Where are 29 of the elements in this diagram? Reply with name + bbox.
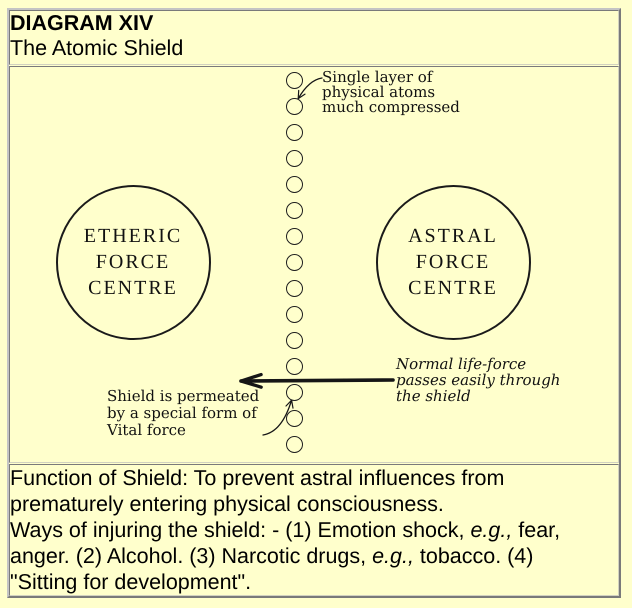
caption-text: Ways of injuring the shield: - (1) Emotion shock, e.g., fear, anger. (2) Alcohol. (3) Narcotic drugs, e.g., tobacco. (4) "Sitting for development". bbox=[10, 517, 562, 595]
atom-circle bbox=[286, 306, 302, 322]
leader-arrow bbox=[298, 77, 323, 100]
atom-circle bbox=[286, 332, 302, 348]
annotation-text: Shield is permeated by a special form of Vital force bbox=[107, 381, 263, 439]
flow-arrow bbox=[239, 372, 395, 389]
circle-label: ETHERIC FORCE CENTRE bbox=[82, 224, 184, 301]
atom-circle bbox=[286, 176, 302, 192]
atom-circle bbox=[286, 254, 302, 270]
annotation-text: Single layer of physical atoms much compressed bbox=[322, 70, 474, 115]
atom-circle bbox=[286, 280, 302, 296]
atom-circle bbox=[286, 358, 302, 374]
leader-arrow bbox=[262, 399, 294, 436]
atom-circle bbox=[286, 410, 302, 426]
diagram-title: DIAGRAM XIV bbox=[10, 11, 154, 35]
atom-circle bbox=[286, 124, 302, 140]
atom-circle bbox=[286, 202, 302, 218]
diagram-subtitle: The Atomic Shield bbox=[10, 35, 184, 61]
circle-label: ASTRAL FORCE CENTRE bbox=[407, 224, 499, 301]
atom-circle bbox=[286, 384, 302, 400]
atom-circle bbox=[286, 150, 302, 166]
atom-circle bbox=[286, 98, 302, 114]
force-centre-circle bbox=[56, 184, 210, 340]
caption-text: Function of Shield: To prevent astral influences from prematurely entering physical consciousness. bbox=[10, 465, 506, 517]
atom-circle bbox=[286, 228, 302, 244]
force-centre-circle bbox=[376, 184, 530, 340]
atom-circle bbox=[286, 72, 302, 88]
annotation-text: Normal life-force passes easily through the shield bbox=[393, 356, 576, 404]
atom-circle bbox=[286, 436, 302, 452]
